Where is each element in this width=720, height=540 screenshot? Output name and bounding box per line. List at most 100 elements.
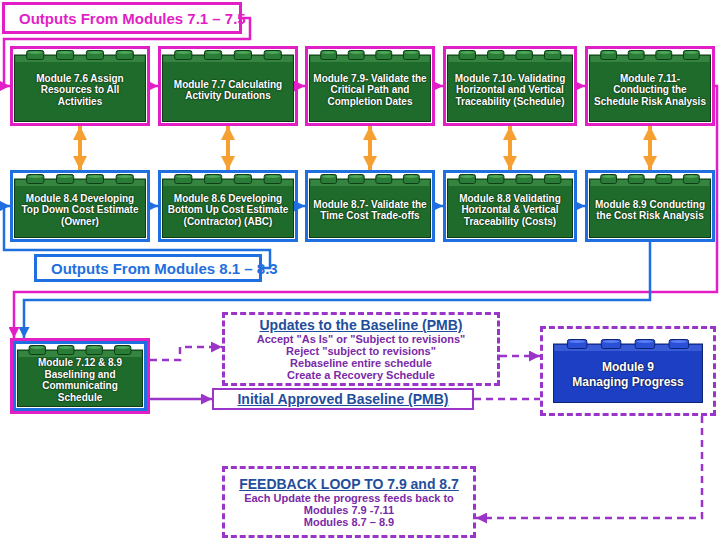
flow-connector [14,86,717,338]
progress-module-brick: Module 9Managing Progress [540,326,716,416]
flow-connector [577,205,585,208]
flow-connector [150,85,158,88]
stud-highlight [176,51,190,54]
brick-stud [376,175,392,184]
stud-highlight [206,175,220,178]
baseline-module-brick: Module 7.12 & 8.9 Baselining and Communi… [10,338,150,414]
stud-highlight [88,51,102,54]
brick-stud [115,346,131,355]
brick-stud [348,51,364,60]
brick-stud [175,51,192,60]
module-label: Module 7.11- Conducting the Schedule Ris… [593,73,707,108]
stud-highlight [116,346,129,349]
stud-highlight [266,51,280,54]
stud-highlight [350,51,363,54]
brick-stud [264,175,281,184]
stud-highlight [377,51,390,54]
brick-stud [628,175,644,184]
stud-highlight [657,51,670,54]
schedule-module-brick: Module 7.9- Validate the Critical Path a… [305,46,435,126]
stud-highlight [58,51,72,54]
stud-highlight [31,346,44,349]
stud-highlight [461,51,474,54]
brick-stud [27,175,44,184]
brick-stud [403,51,419,60]
brick-stud [545,51,561,60]
stud-highlight [546,51,559,54]
module-label: Module 9 [602,360,654,375]
module-label: Module 8.4 Developing Top Down Cost Esti… [18,193,142,228]
cost-module-brick: Module 8.6 Developing Bottom Up Cost Est… [158,170,298,242]
brick-stud [601,175,617,184]
flow-connector [577,85,585,88]
stud-highlight [569,340,586,343]
brick-body [15,55,146,122]
module-label: Module 7.10- Validating Horizontal and V… [451,73,569,108]
stud-highlight [266,175,280,178]
stud-highlight [206,51,220,54]
brick-stud [86,175,103,184]
stud-highlight [322,175,335,178]
flow-connector [298,85,305,88]
schedule-module-brick: Module 7.7 Calculating Activity Duration… [158,46,298,126]
schedule-module-brick: Module 7.10- Validating Horizontal and V… [443,46,577,126]
text-holder: Module 8.6 Developing Bottom Up Cost Est… [166,184,290,236]
text-holder: Outputs From Modules 8.1 – 8.3 [51,257,255,279]
brick-body [590,55,711,122]
text-holder: Module 7.10- Validating Horizontal and V… [451,60,569,120]
input-label-box: Outputs From Modules 8.1 – 8.3 [34,254,262,282]
stud-highlight [637,340,654,343]
stud-highlight [685,51,698,54]
brick-stud [656,175,672,184]
text-holder: Module 8.8 Validating Horizontal & Verti… [451,184,569,236]
brick-body [15,179,146,238]
module-label: Module 7.9- Validate the Critical Path a… [313,73,427,108]
stud-highlight [118,51,132,54]
module-label: Managing Progress [572,375,683,390]
dashed-note-box: Updates to the Baseline (PMB)Accept "As … [222,312,500,386]
brick-body [448,55,573,122]
stud-highlight [59,346,72,349]
module-label: Module 7.12 & 8.9 Baselining and Communi… [21,357,139,403]
stud-highlight [118,175,132,178]
stud-highlight [630,51,643,54]
module-label: Module 8.7- Validate the Time Cost Trade… [313,199,427,222]
baseline-box: Initial Approved Baseline (PMB) [212,388,474,410]
stud-highlight [489,51,502,54]
flow-connector [4,18,250,86]
note-line: Modules 7.9 -7.11 [304,504,394,516]
baseline-label: Initial Approved Baseline (PMB) [237,391,448,407]
brick-stud [234,51,251,60]
stud-highlight [489,175,502,178]
brick-stud [567,340,587,349]
note-line: Accept "As Is" or "Subject to revisions" [257,333,466,345]
stud-highlight [685,175,698,178]
text-holder: Initial Approved Baseline (PMB) [218,390,468,408]
brick-body [310,179,431,238]
stud-highlight [518,175,531,178]
module-label: Module 7.7 Calculating Activity Duration… [166,79,290,102]
flow-connector [648,126,652,170]
stud-highlight [88,175,102,178]
brick-stud [656,51,672,60]
flow-connector [150,205,158,208]
brick-stud [321,175,337,184]
stud-highlight [630,175,643,178]
brick-stud [376,51,392,60]
module-label: Module 8.6 Developing Bottom Up Cost Est… [166,193,290,228]
text-holder: Module 7.11- Conducting the Schedule Ris… [593,60,707,120]
text-holder: Module 8.7- Validate the Time Cost Trade… [313,184,427,236]
brick-stud [205,175,222,184]
note-heading: Updates to the Baseline (PMB) [259,317,462,333]
schedule-module-brick: Module 7.11- Conducting the Schedule Ris… [585,46,715,126]
text-holder: Module 7.6 Assign Resources to All Activ… [18,60,142,120]
stud-highlight [546,175,559,178]
stud-highlight [28,51,42,54]
brick-stud [635,340,655,349]
brick-body [554,344,703,403]
brick-body [310,55,431,122]
brick-stud [516,175,532,184]
schedule-module-brick: Module 7.6 Assign Resources to All Activ… [10,46,150,126]
brick-stud [669,340,689,349]
